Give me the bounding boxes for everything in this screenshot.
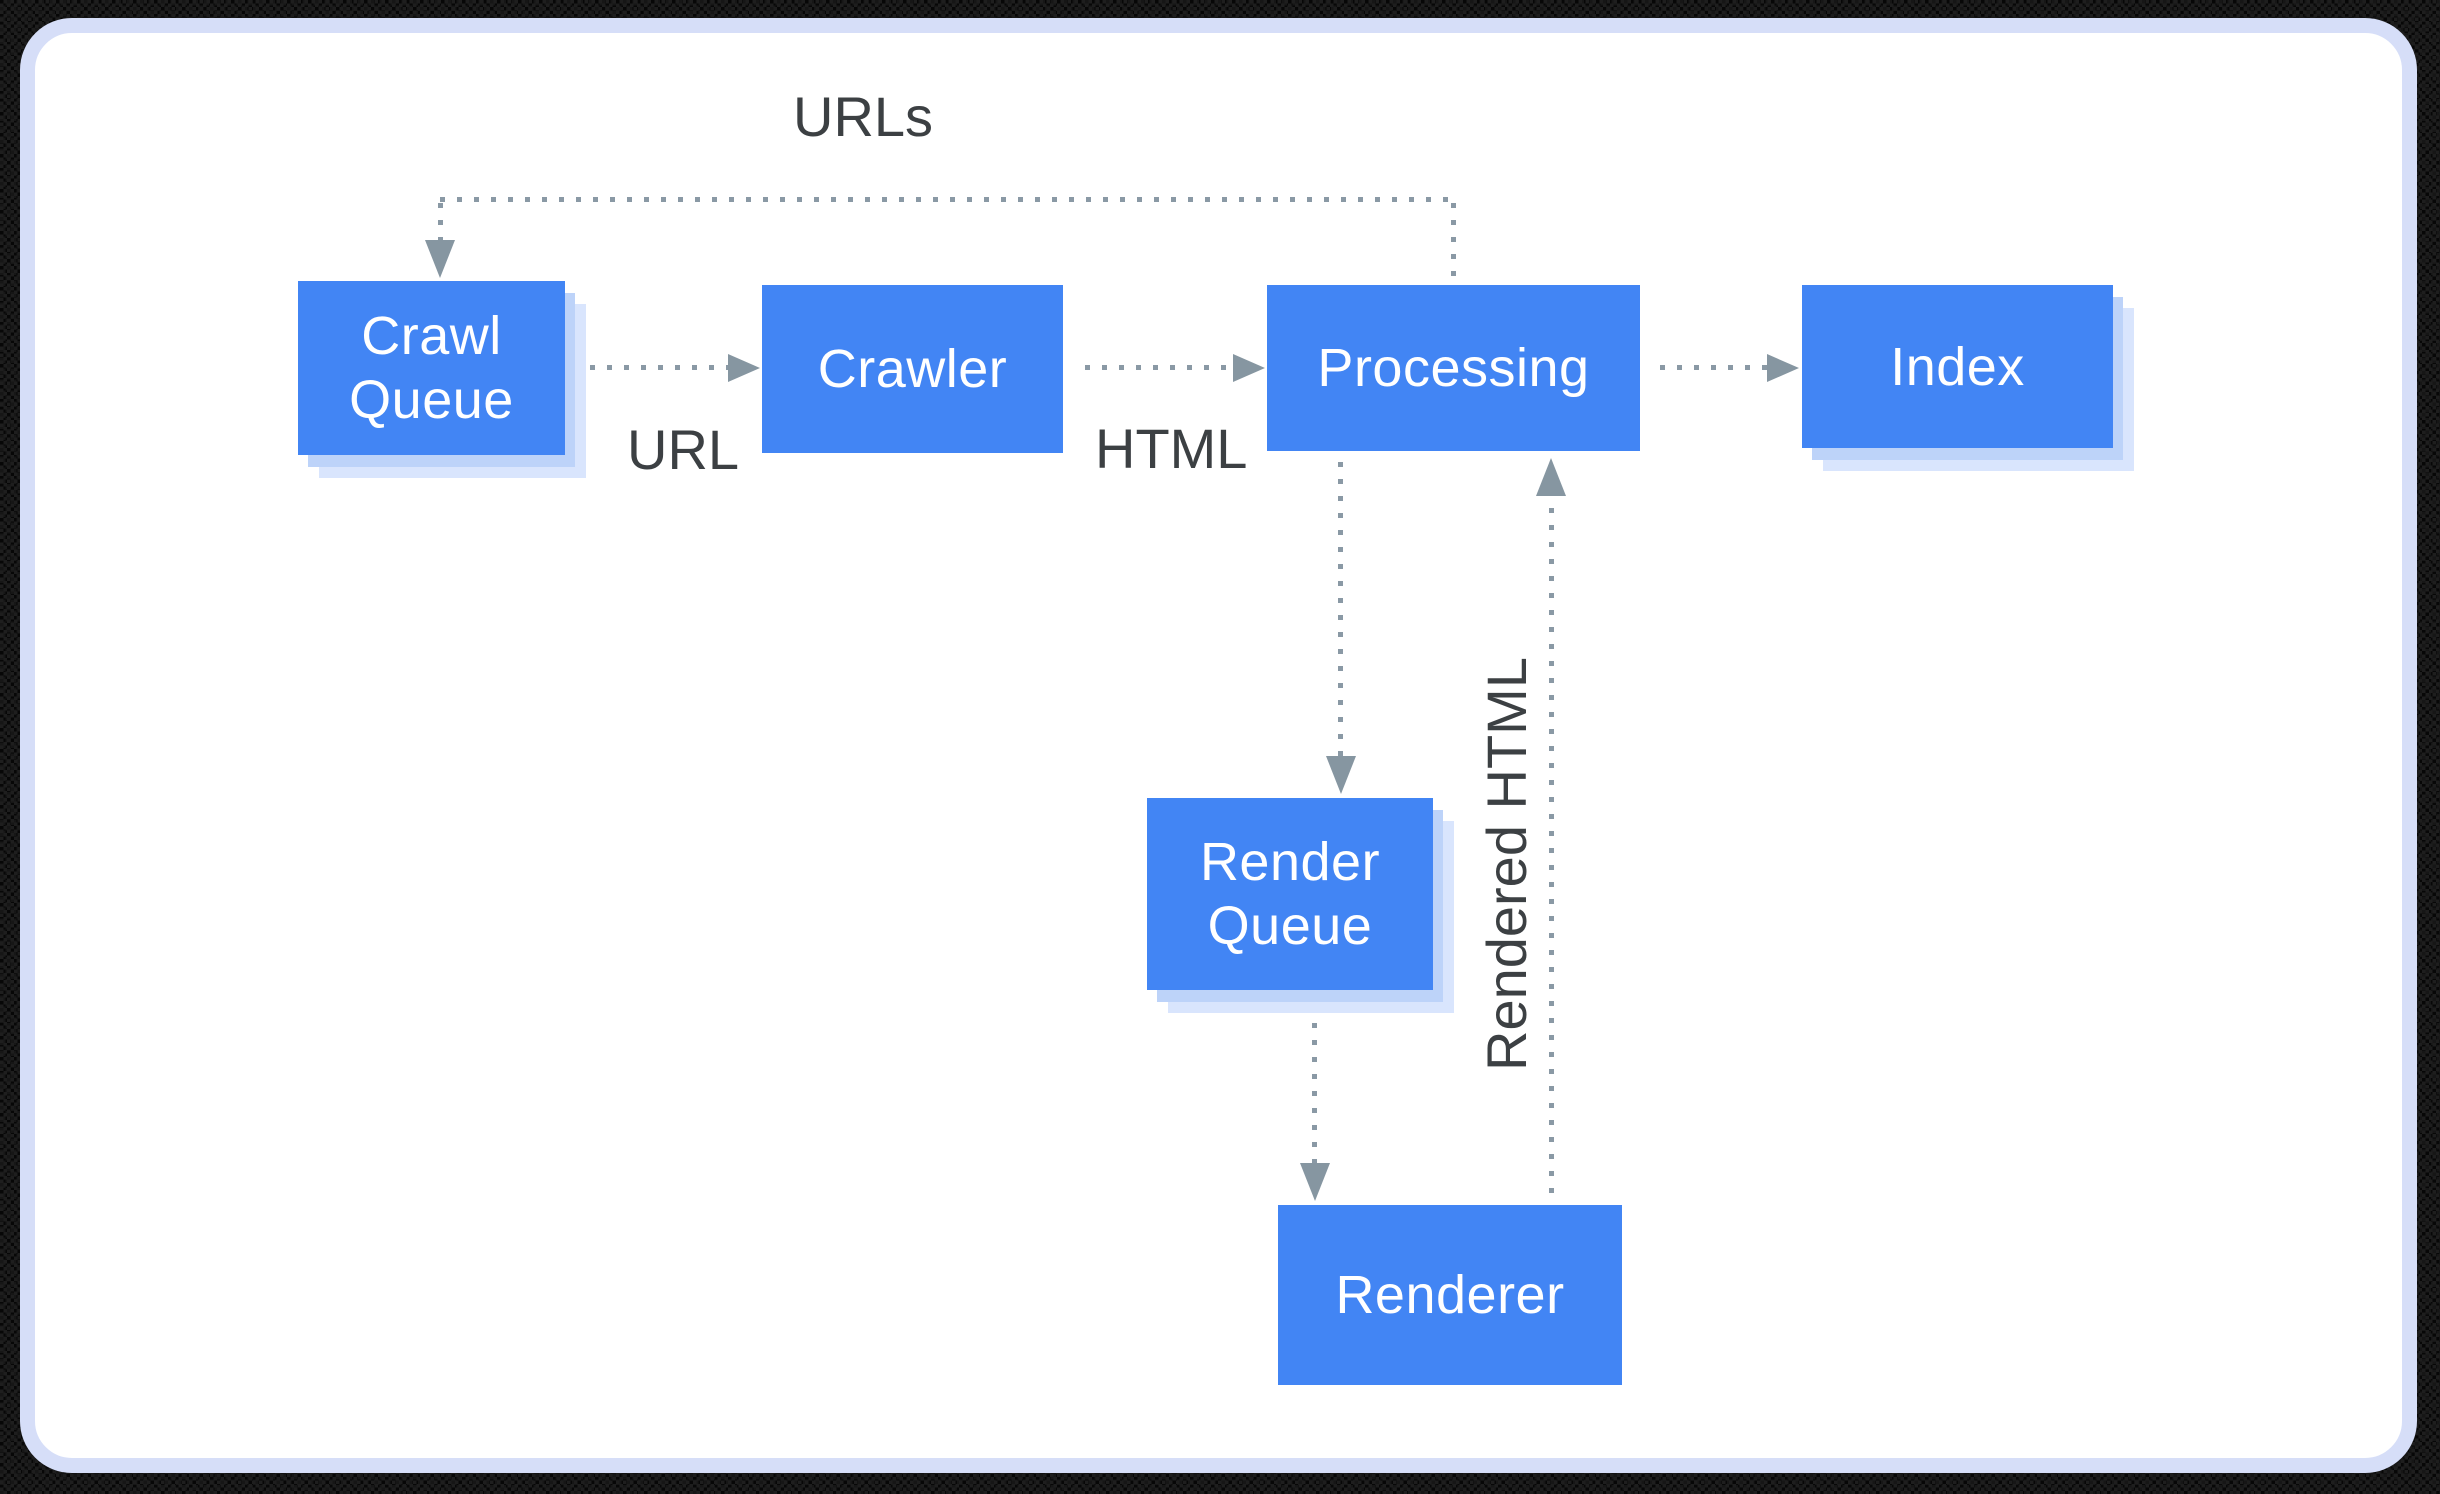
edge-crawlqueue-crawler-arrowhead bbox=[728, 354, 760, 382]
edge-processing-crawlqueue-top-line bbox=[440, 197, 1456, 202]
edge-processing-crawlqueue-arrowhead bbox=[425, 240, 455, 278]
node-crawler: Crawler bbox=[762, 285, 1063, 453]
edge-processing-crawlqueue-right-riser bbox=[1451, 203, 1456, 283]
edge-label-urls: URLs bbox=[793, 85, 934, 148]
node-index-label: Index bbox=[1890, 336, 2025, 397]
edge-processing-index-line bbox=[1660, 365, 1767, 370]
edge-processing-renderqueue-line bbox=[1338, 462, 1343, 757]
edge-renderer-processing-line bbox=[1549, 508, 1554, 1203]
edge-label-html: HTML bbox=[1095, 417, 1248, 480]
node-render-queue-label: Render Queue bbox=[1199, 832, 1381, 956]
node-index: Index bbox=[1802, 285, 2113, 448]
node-crawl-queue: Crawl Queue bbox=[298, 281, 565, 455]
node-render-queue: Render Queue bbox=[1147, 798, 1433, 990]
node-renderer: Renderer bbox=[1278, 1205, 1622, 1385]
edge-renderqueue-renderer-arrowhead bbox=[1300, 1163, 1330, 1201]
edge-crawler-processing-line bbox=[1085, 365, 1232, 370]
edge-renderer-processing-arrowhead bbox=[1536, 458, 1566, 496]
node-renderer-label: Renderer bbox=[1335, 1265, 1565, 1325]
node-processing: Processing bbox=[1267, 285, 1640, 451]
diagram-card bbox=[20, 18, 2417, 1473]
edge-label-url: URL bbox=[627, 418, 740, 481]
edge-crawler-processing-arrowhead bbox=[1233, 354, 1265, 382]
edge-processing-crawlqueue-left-drop bbox=[438, 203, 443, 243]
edge-crawlqueue-crawler-line bbox=[590, 365, 728, 370]
edge-processing-renderqueue-arrowhead bbox=[1326, 756, 1356, 794]
node-processing-label: Processing bbox=[1317, 338, 1590, 398]
edge-label-rendered-html: Rendered HTML bbox=[1475, 657, 1538, 1071]
edge-renderqueue-renderer-line bbox=[1312, 1023, 1317, 1166]
edge-processing-index-arrowhead bbox=[1767, 354, 1799, 382]
node-crawler-label: Crawler bbox=[817, 339, 1008, 399]
node-crawl-queue-label: Crawl Queue bbox=[349, 306, 514, 430]
